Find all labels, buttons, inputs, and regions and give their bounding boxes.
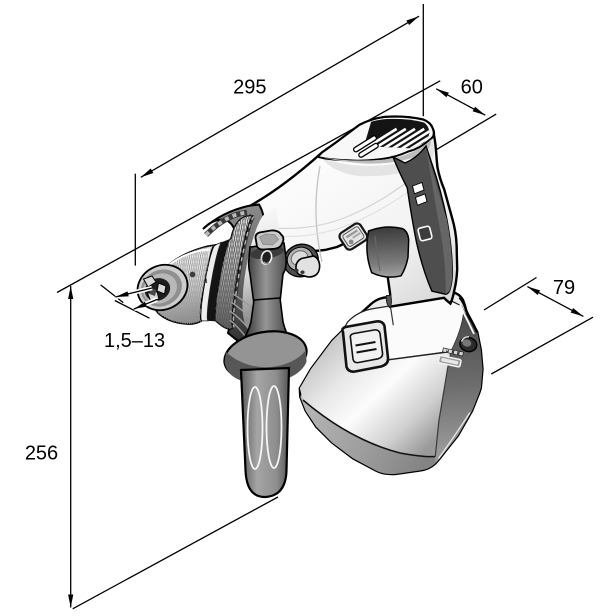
svg-text:256: 256 — [25, 443, 58, 465]
svg-text:60: 60 — [461, 77, 483, 99]
svg-text:295: 295 — [233, 77, 266, 99]
svg-text:1,5–13: 1,5–13 — [104, 330, 165, 352]
svg-text:79: 79 — [553, 277, 575, 299]
